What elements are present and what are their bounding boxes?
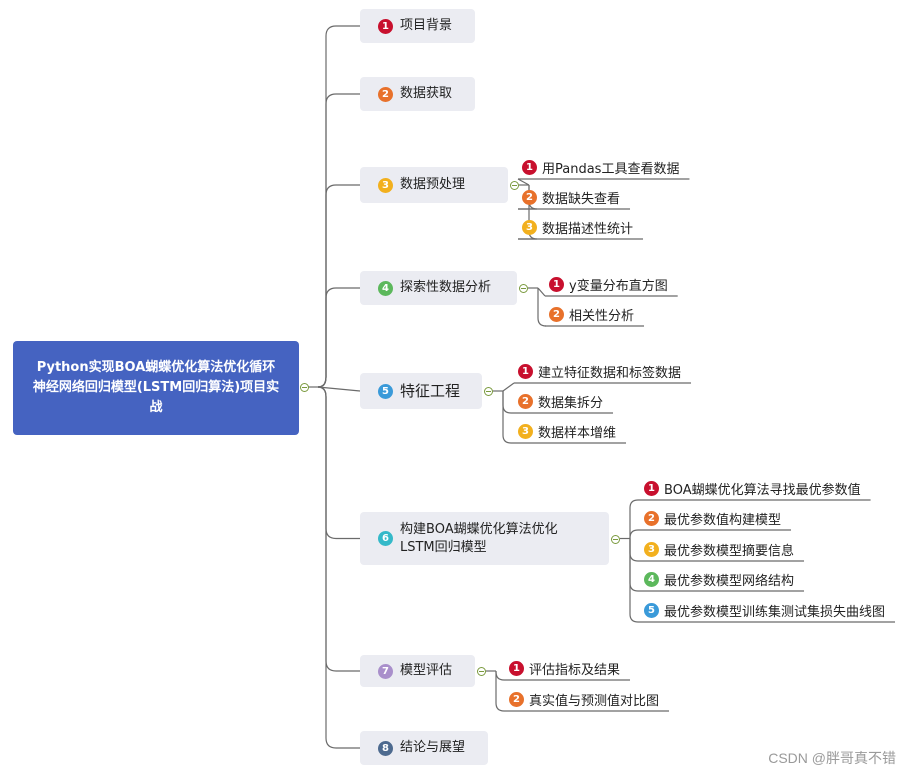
number-badge-3: 3 bbox=[522, 219, 537, 235]
branch-node-5[interactable]: 5 特征工程 bbox=[360, 373, 482, 409]
branch-node-1[interactable]: 1 项目背景 bbox=[360, 9, 475, 43]
leaf-label: 最优参数值构建模型 bbox=[664, 512, 782, 528]
number-badge-3: 3 bbox=[644, 541, 659, 557]
number-badge-2: 2 bbox=[644, 510, 659, 526]
branch-label: 结论与展望 bbox=[400, 740, 466, 755]
leaf-label: 用Pandas工具查看数据 bbox=[542, 161, 680, 177]
leaf-node[interactable]: 2 数据缺失查看 bbox=[522, 185, 620, 209]
root-collapse-toggle[interactable] bbox=[300, 383, 309, 392]
leaf-label: 建立特征数据和标签数据 bbox=[538, 365, 682, 381]
branch-node-2[interactable]: 2 数据获取 bbox=[360, 77, 475, 111]
leaf-node[interactable]: 2 最优参数值构建模型 bbox=[644, 506, 781, 530]
leaf-node[interactable]: 3 最优参数模型摘要信息 bbox=[644, 537, 794, 561]
branch-label: 探索性数据分析 bbox=[400, 280, 492, 295]
number-badge-8: 8 bbox=[378, 740, 393, 756]
leaf-label: 真实值与预测值对比图 bbox=[529, 693, 660, 709]
branch-collapse-toggle[interactable] bbox=[484, 387, 493, 396]
branch-label: 数据预处理 bbox=[400, 177, 466, 192]
leaf-node[interactable]: 5 最优参数模型训练集测试集损失曲线图 bbox=[644, 598, 885, 622]
branch-collapse-toggle[interactable] bbox=[519, 284, 528, 293]
number-badge-1: 1 bbox=[518, 363, 533, 379]
number-badge-7: 7 bbox=[378, 663, 393, 679]
leaf-node[interactable]: 3 数据描述性统计 bbox=[522, 215, 633, 239]
number-badge-2: 2 bbox=[509, 691, 524, 707]
branch-label: 特征工程 bbox=[400, 382, 461, 400]
number-badge-4: 4 bbox=[378, 280, 393, 296]
number-badge-2: 2 bbox=[378, 86, 393, 102]
branch-label: 数据获取 bbox=[400, 86, 453, 101]
leaf-label: y变量分布直方图 bbox=[569, 278, 668, 294]
leaf-label: 最优参数模型训练集测试集损失曲线图 bbox=[664, 604, 886, 620]
leaf-label: 最优参数模型网络结构 bbox=[664, 573, 795, 589]
number-badge-4: 4 bbox=[644, 571, 659, 587]
leaf-label: BOA蝴蝶优化算法寻找最优参数值 bbox=[664, 482, 861, 498]
branch-collapse-toggle[interactable] bbox=[510, 181, 519, 190]
leaf-node[interactable]: 1 用Pandas工具查看数据 bbox=[522, 155, 679, 179]
watermark: CSDN @胖哥真不错 bbox=[768, 750, 896, 766]
number-badge-1: 1 bbox=[378, 18, 393, 34]
number-badge-1: 1 bbox=[522, 159, 537, 175]
branch-node-3[interactable]: 3 数据预处理 bbox=[360, 167, 508, 203]
leaf-node[interactable]: 1 建立特征数据和标签数据 bbox=[518, 359, 681, 383]
leaf-label: 相关性分析 bbox=[569, 308, 635, 324]
leaf-node[interactable]: 1 y变量分布直方图 bbox=[549, 272, 668, 296]
number-badge-3: 3 bbox=[518, 423, 533, 439]
branch-node-7[interactable]: 7 模型评估 bbox=[360, 655, 475, 687]
leaf-label: 最优参数模型摘要信息 bbox=[664, 543, 795, 559]
leaf-label: 数据描述性统计 bbox=[542, 221, 634, 237]
leaf-label: 评估指标及结果 bbox=[529, 662, 621, 678]
branch-collapse-toggle[interactable] bbox=[611, 534, 620, 544]
number-badge-5: 5 bbox=[378, 383, 393, 399]
branch-label: 模型评估 bbox=[400, 663, 453, 678]
branch-node-8[interactable]: 8 结论与展望 bbox=[360, 731, 488, 765]
root-node[interactable]: Python实现BOA蝴蝶优化算法优化循环神经网络回归模型(LSTM回归算法)项… bbox=[13, 341, 299, 435]
number-badge-1: 1 bbox=[644, 480, 659, 496]
leaf-node[interactable]: 1 BOA蝴蝶优化算法寻找最优参数值 bbox=[644, 476, 861, 500]
number-badge-6: 6 bbox=[378, 531, 393, 546]
branch-node-4[interactable]: 4 探索性数据分析 bbox=[360, 271, 517, 305]
root-title: Python实现BOA蝴蝶优化算法优化循环神经网络回归模型(LSTM回归算法)项… bbox=[32, 360, 280, 415]
leaf-node[interactable]: 2 数据集拆分 bbox=[518, 389, 603, 413]
branch-collapse-toggle[interactable] bbox=[477, 667, 486, 676]
number-badge-1: 1 bbox=[509, 660, 524, 676]
leaf-node[interactable]: 4 最优参数模型网络结构 bbox=[644, 567, 794, 591]
number-badge-2: 2 bbox=[549, 306, 564, 322]
number-badge-2: 2 bbox=[522, 189, 537, 205]
leaf-label: 数据集拆分 bbox=[538, 395, 604, 411]
number-badge-1: 1 bbox=[549, 276, 564, 292]
number-badge-2: 2 bbox=[518, 393, 533, 409]
leaf-node[interactable]: 3 数据样本增维 bbox=[518, 419, 616, 443]
leaf-node[interactable]: 1 评估指标及结果 bbox=[509, 656, 620, 680]
number-badge-5: 5 bbox=[644, 602, 659, 618]
branch-label: 构建BOA蝴蝶优化算法优化LSTM回归模型 bbox=[400, 521, 558, 555]
leaf-node[interactable]: 2 真实值与预测值对比图 bbox=[509, 687, 659, 711]
leaf-label: 数据缺失查看 bbox=[542, 191, 621, 207]
leaf-label: 数据样本增维 bbox=[538, 425, 617, 441]
leaf-node[interactable]: 2 相关性分析 bbox=[549, 302, 634, 326]
number-badge-3: 3 bbox=[378, 177, 393, 193]
branch-node-6[interactable]: 6 构建BOA蝴蝶优化算法优化LSTM回归模型 bbox=[360, 512, 609, 565]
branch-label: 项目背景 bbox=[400, 18, 453, 33]
